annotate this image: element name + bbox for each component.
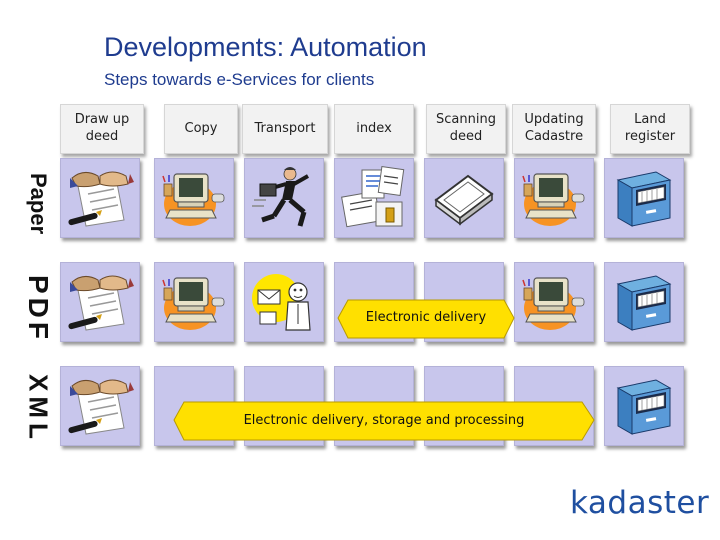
electronic-delivery-processing-arrow [173,401,595,441]
signing-deed-icon [66,164,134,232]
row-label-xml: XML [18,364,58,454]
header-draw-up-deed: Draw up deed [60,104,144,154]
signing-deed-icon [66,372,134,440]
computer-icon [520,164,588,232]
row-label-pdf-text: PDF [23,275,54,343]
cell-pdf-land-register [604,262,684,342]
header-transport: Transport [242,104,328,154]
cell-paper-draw-up-deed [60,158,140,238]
computer-icon [160,268,228,336]
email-icon [250,268,318,336]
header-scanning-deed: Scanning deed [426,104,506,154]
cell-paper-land-register [604,158,684,238]
header-index: index [334,104,414,154]
electronic-delivery-label: Electronic delivery [365,310,487,325]
page-subtitle: Steps towards e-Services for clients [104,70,375,89]
cell-paper-index [334,158,414,238]
header-copy: Copy [164,104,238,154]
cell-xml-land-register [604,366,684,446]
cell-paper-copy [154,158,234,238]
cell-pdf-copy [154,262,234,342]
filing-cabinet-icon [610,372,678,440]
scanner-icon [430,164,498,232]
row-label-xml-text: XML [23,374,54,444]
cell-pdf-draw-up-deed [60,262,140,342]
row-label-paper-text: Paper [26,173,51,235]
signing-deed-icon [66,268,134,336]
cell-pdf-updating-cadastre [514,262,594,342]
cell-pdf-transport [244,262,324,342]
cell-paper-scanning [424,158,504,238]
electronic-delivery-processing-label: Electronic delivery, storage and process… [243,413,525,428]
row-label-paper: Paper [18,164,58,244]
filing-cabinet-icon [610,268,678,336]
computer-icon [520,268,588,336]
kadaster-logo: kadaster [570,485,710,521]
cell-xml-draw-up-deed [60,366,140,446]
index-documents-icon [340,164,408,232]
cell-paper-transport [244,158,324,238]
running-courier-icon [250,164,318,232]
filing-cabinet-icon [610,164,678,232]
electronic-delivery-arrow [337,299,515,339]
page-title: Developments: Automation [104,32,427,62]
cell-paper-updating-cadastre [514,158,594,238]
computer-icon [160,164,228,232]
header-updating-cadastre: Updating Cadastre [512,104,596,154]
row-label-pdf: PDF [18,264,58,354]
header-land-register: Land register [610,104,690,154]
